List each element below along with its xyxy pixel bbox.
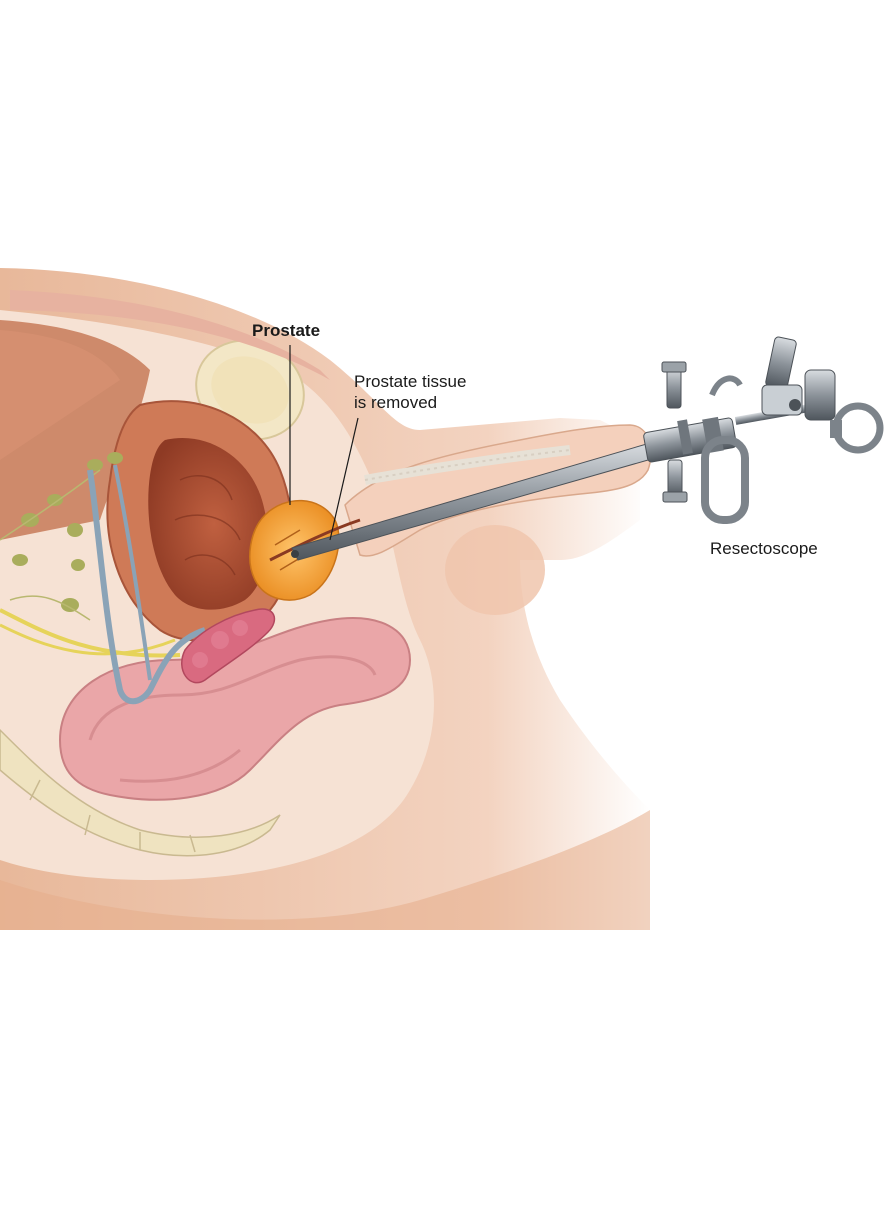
bladder (106, 400, 294, 642)
urethra (269, 518, 361, 562)
seminal-vesicles (181, 608, 276, 684)
scrotum (445, 525, 545, 615)
label-tissue-line1: Prostate tissue (354, 372, 466, 391)
label-prostate: Prostate (252, 321, 320, 340)
resectoscope (291, 336, 884, 561)
label-tissue-line2: is removed (354, 393, 437, 412)
lymph-nodes (0, 452, 123, 621)
nerves (0, 608, 181, 658)
blood-vessels (87, 464, 207, 705)
abdominal-muscle (10, 290, 330, 380)
leader-lines (289, 345, 359, 541)
sacrum (0, 728, 281, 857)
label-resectoscope: Resectoscope (710, 539, 818, 558)
